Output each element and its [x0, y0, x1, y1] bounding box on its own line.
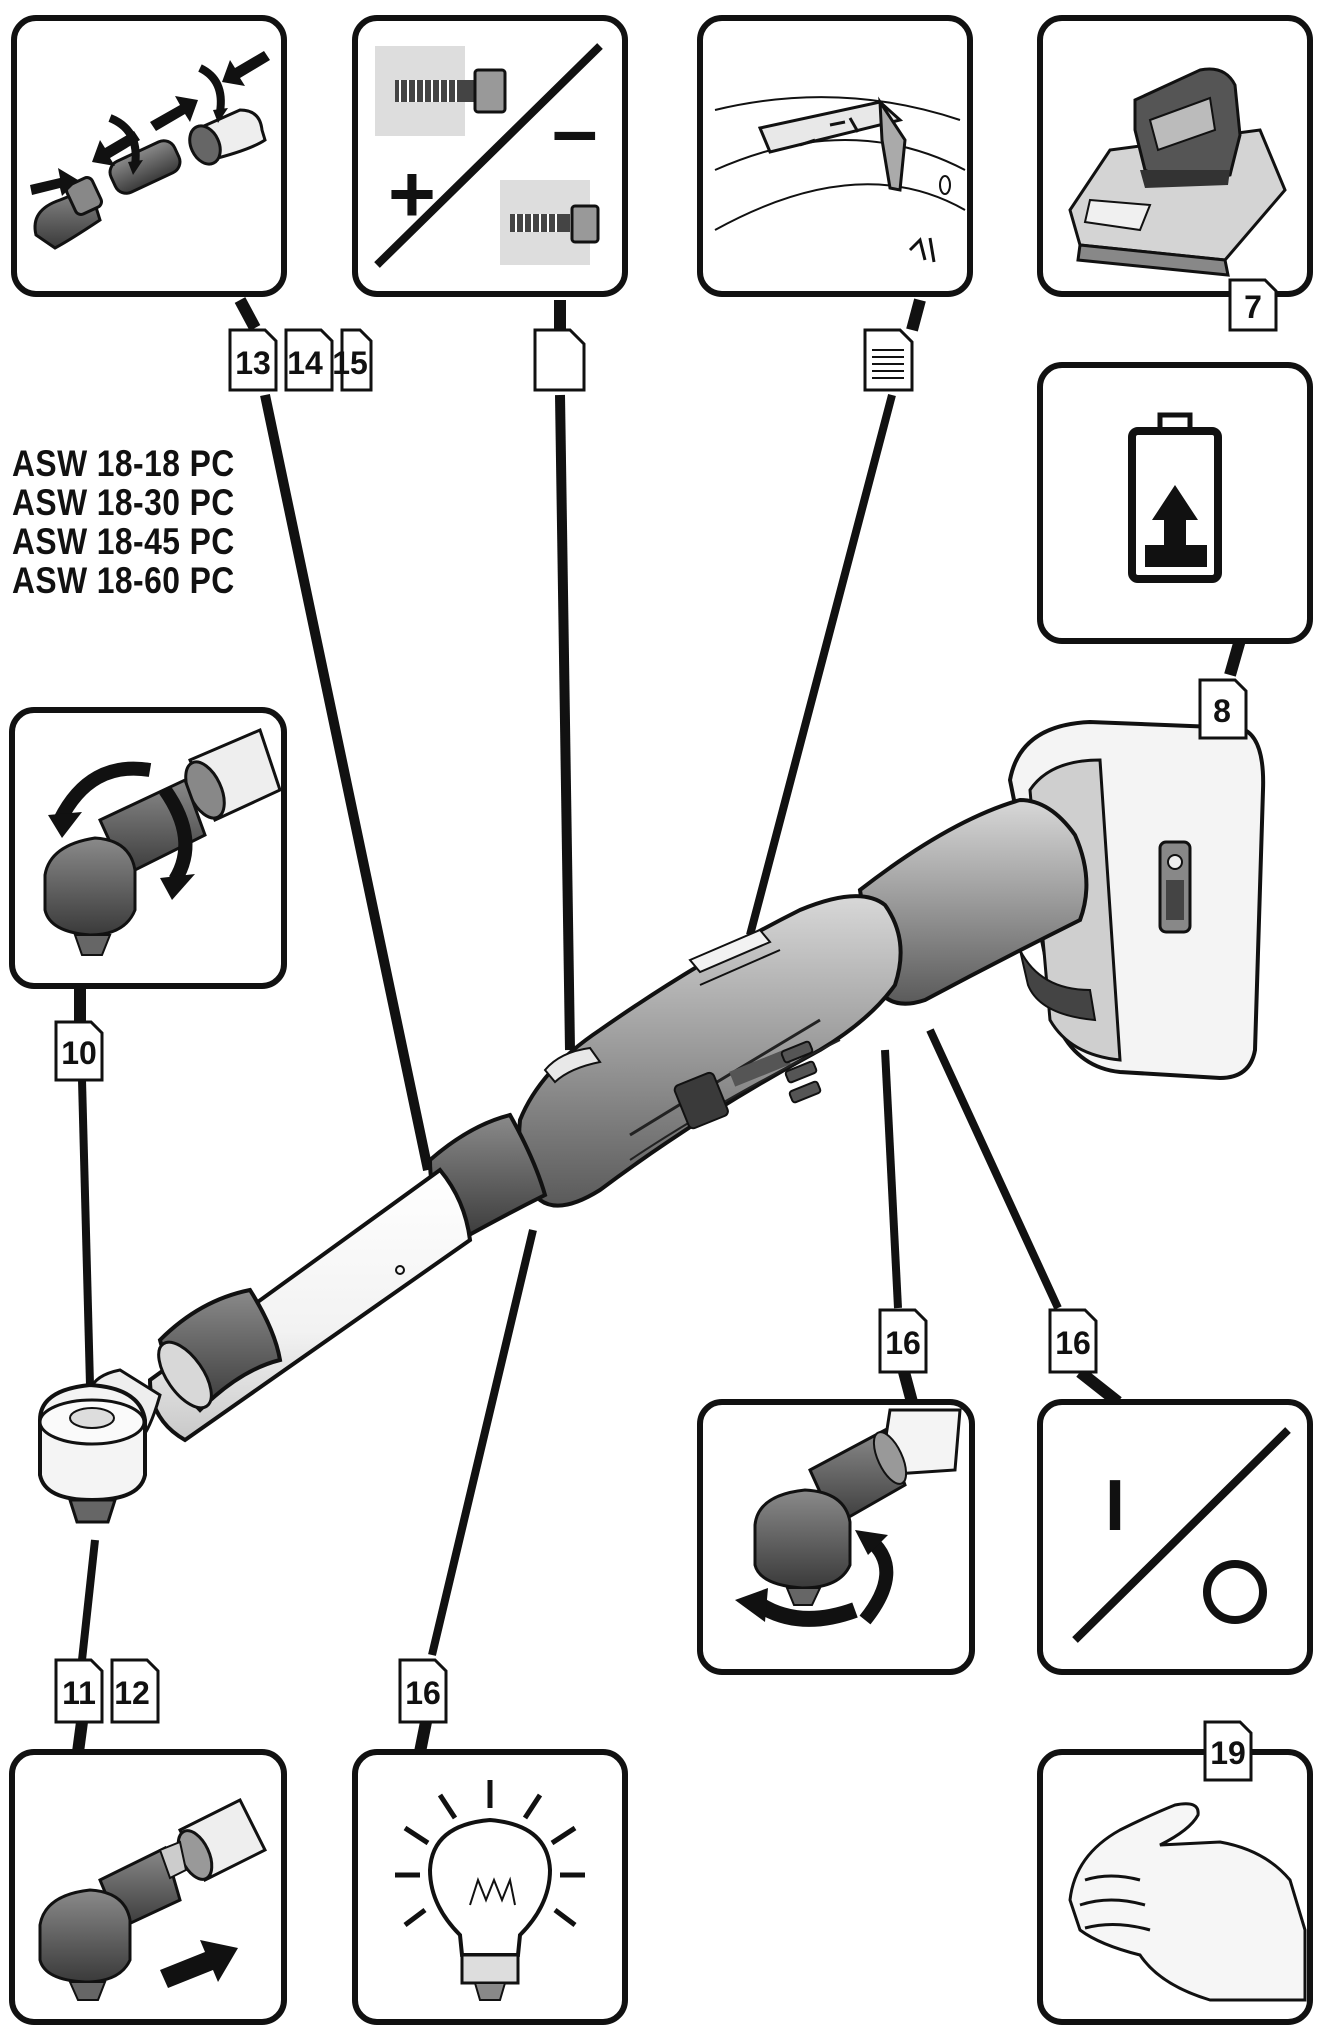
- insert-bit-icon: [38, 1797, 268, 2001]
- page-refs-tool-change: 11 12: [54, 1658, 160, 1724]
- svg-text:16: 16: [1055, 1325, 1091, 1361]
- model-name: ASW 18-60 PC: [12, 560, 235, 601]
- svg-text:14: 14: [287, 345, 323, 381]
- hand-icon: [1068, 1802, 1307, 2002]
- svg-text:16: 16: [405, 1675, 441, 1711]
- panel-direction: [697, 1399, 975, 1675]
- leader-lines: [72, 297, 1246, 1754]
- page-ref-angle-head: 10: [54, 1020, 104, 1082]
- svg-text:11: 11: [62, 1675, 96, 1711]
- panel-charger: [1037, 15, 1313, 297]
- model-list: ASW 18-18 PC ASW 18-30 PC ASW 18-45 PC A…: [12, 444, 271, 600]
- setting-scale-icon: [714, 96, 966, 263]
- svg-text:8: 8: [1213, 693, 1231, 729]
- panel-assembly: [11, 15, 287, 297]
- page-ref-scale-doc-icon: [863, 328, 914, 392]
- panel-tool-change: [9, 1749, 287, 2025]
- leader-on-off: [926, 1028, 1062, 1310]
- page-ref-on-off: 16: [1048, 1308, 1098, 1374]
- leader-torque-lower: [555, 394, 575, 1051]
- angle-nutrunner-illustration: [38, 719, 1266, 1524]
- angle-head: [38, 1368, 162, 1524]
- battery-charger-icon: [1068, 67, 1287, 277]
- motor-housing: [517, 894, 903, 1208]
- torque-adjust-icon: [374, 43, 603, 268]
- model-name: ASW 18-45 PC: [12, 521, 235, 562]
- minus-sign: –: [552, 85, 598, 176]
- svg-text:10: 10: [61, 1035, 97, 1071]
- leader-scale-lower: [746, 393, 896, 937]
- leader-scale: [906, 298, 926, 332]
- page-ref-direction: 16: [878, 1308, 928, 1374]
- switch-ribs: [780, 1040, 822, 1104]
- model-name: ASW 18-18 PC: [12, 443, 235, 484]
- panel-battery: [1037, 362, 1313, 644]
- leader-assembly-lower: [260, 393, 433, 1172]
- on-off-icon: [1072, 1427, 1291, 1643]
- svg-text:19: 19: [1210, 1735, 1246, 1771]
- panel-lamp: [352, 1749, 628, 2025]
- svg-text:15: 15: [332, 345, 368, 381]
- plus-sign: +: [388, 149, 436, 240]
- battery-charge-icon: [1128, 412, 1222, 583]
- page-ref-torque-doc-icon: [533, 328, 586, 392]
- svg-text:16: 16: [885, 1325, 921, 1361]
- leader-assembly: [234, 297, 261, 331]
- rotate-head-icon: [43, 727, 282, 956]
- leader-lamp-lower: [414, 1720, 432, 1754]
- panel-rotate: [9, 707, 287, 989]
- rotation-direction-icon: [735, 1408, 962, 1627]
- model-name: ASW 18-30 PC: [12, 482, 235, 523]
- logo-plate: [673, 1071, 729, 1130]
- page-ref-battery: 8: [1198, 678, 1248, 740]
- page-ref-hand: 19: [1203, 1720, 1253, 1782]
- leader-lamp: [428, 1229, 537, 1656]
- svg-text:13: 13: [235, 345, 271, 381]
- leader-on-off-lower: [1076, 1367, 1122, 1407]
- panel-on-off: I: [1037, 1399, 1313, 1675]
- tool-handle: [857, 797, 1089, 1006]
- panel-hand: [1037, 1749, 1313, 2025]
- svg-text:7: 7: [1244, 289, 1262, 325]
- angle-head-assembly-icon: [30, 51, 270, 250]
- page-ref-lamp: 16: [398, 1658, 448, 1724]
- leader-angle-head-lower: [78, 1079, 94, 1386]
- leader-direction-lower: [898, 1370, 918, 1404]
- light-bulb-icon: [395, 1780, 585, 2001]
- panel-torque: + –: [352, 15, 628, 297]
- leader-tool-change: [78, 1539, 99, 1661]
- torque-window: [543, 1046, 602, 1084]
- page-ref-charger: 7: [1228, 278, 1278, 332]
- page-refs-assembly: 13 14 15: [228, 328, 373, 392]
- leader-battery: [1224, 638, 1246, 677]
- leader-direction: [881, 1049, 902, 1309]
- svg-text:12: 12: [114, 1675, 150, 1711]
- panel-scale: [697, 15, 973, 297]
- leader-tool-change-lower: [72, 1721, 88, 1753]
- on-symbol: I: [1105, 1466, 1125, 1546]
- scale-on-tool: [688, 928, 781, 986]
